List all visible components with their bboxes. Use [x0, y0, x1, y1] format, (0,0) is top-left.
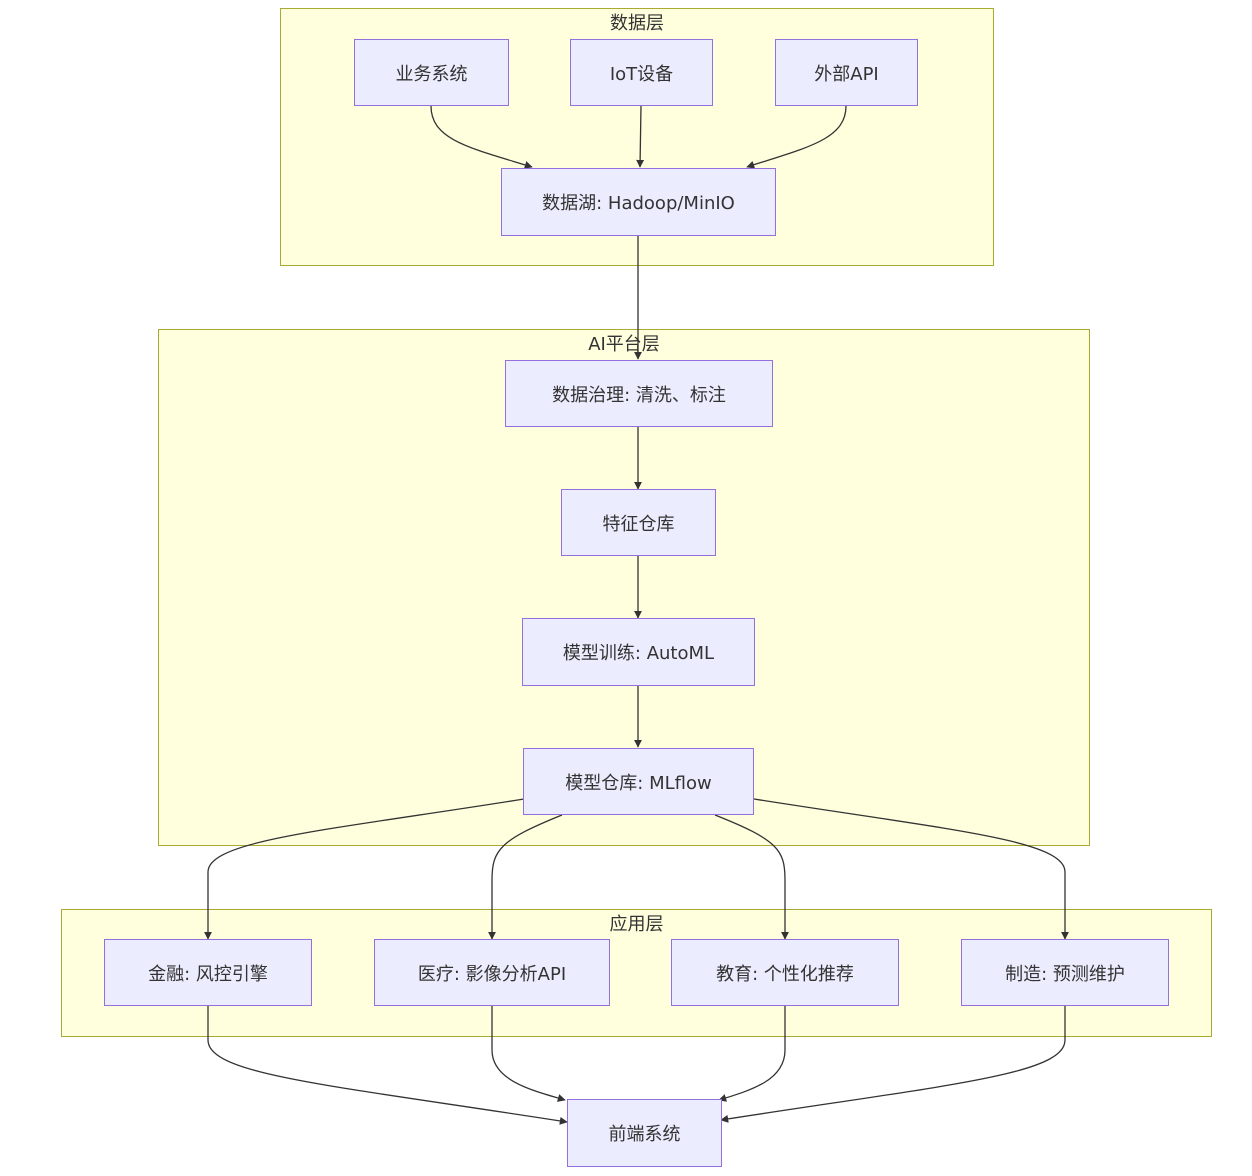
- edge-mfg-to-front: [720, 1006, 1066, 1123]
- cluster-title-data-layer: 数据层: [610, 13, 664, 34]
- edge-iot-to-lake: [636, 105, 645, 168]
- node-manufacturing-maintenance: 制造: 预测维护: [961, 939, 1169, 1006]
- node-education-recommendation: 教育: 个性化推荐: [671, 939, 899, 1006]
- node-model-training: 模型训练: AutoML: [522, 618, 755, 686]
- cluster-title-ai-platform-layer: AI平台层: [588, 334, 660, 355]
- node-external-api: 外部API: [775, 39, 918, 106]
- edge-biz-to-lake: [430, 105, 533, 169]
- edge-fin-to-front: [207, 1006, 568, 1125]
- node-medical-imaging-api: 医疗: 影像分析API: [374, 939, 610, 1006]
- node-iot-device: IoT设备: [570, 39, 713, 106]
- edge-api-to-lake: [746, 105, 847, 169]
- edge-repo-to-med: [488, 814, 563, 940]
- node-business-system: 业务系统: [354, 39, 509, 106]
- node-frontend-system: 前端系统: [567, 1099, 722, 1167]
- node-data-lake: 数据湖: Hadoop/MinIO: [501, 168, 776, 236]
- node-data-governance: 数据治理: 清洗、标注: [505, 360, 773, 427]
- edge-med-to-front: [491, 1006, 566, 1102]
- node-feature-store: 特征仓库: [561, 489, 716, 556]
- edge-edu-to-front: [718, 1006, 786, 1102]
- edge-repo-to-edu: [714, 814, 789, 940]
- edge-repo-to-mfg: [753, 798, 1069, 940]
- cluster-title-application-layer: 应用层: [609, 914, 664, 935]
- node-model-registry: 模型仓库: MLflow: [523, 748, 754, 815]
- node-finance-risk-engine: 金融: 风控引擎: [104, 939, 312, 1006]
- edge-repo-to-fin: [204, 798, 525, 940]
